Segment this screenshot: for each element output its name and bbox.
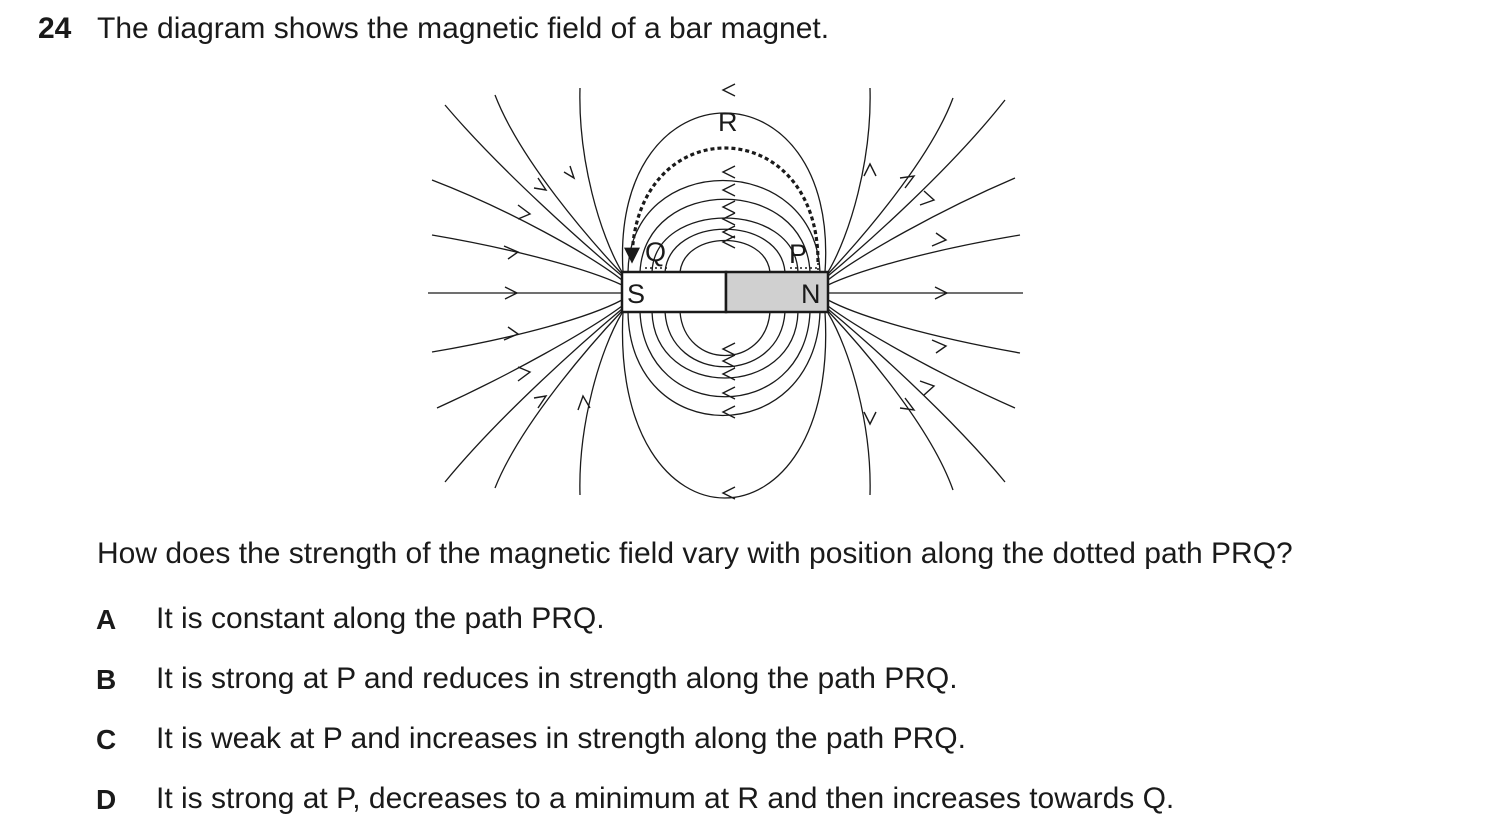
magnet-north-half (724, 270, 830, 314)
option-d-text: It is strong at P, decreases to a minimu… (156, 782, 1175, 815)
p-marker-dots (790, 258, 819, 272)
option-a-text: It is constant along the path PRQ. (156, 602, 605, 635)
dotted-path-prq (624, 146, 820, 264)
field-loops-lower (621, 311, 827, 499)
field-direction-arrows (503, 83, 949, 500)
question-prompt: How does the strength of the magnetic fi… (97, 537, 1293, 570)
question-number: 24 (38, 12, 72, 45)
magnet-south-half (620, 270, 728, 314)
north-pole-label: N (801, 279, 821, 309)
field-loops-upper (621, 112, 827, 273)
south-pole-label: S (627, 279, 645, 309)
field-lines-right (827, 87, 1023, 496)
field-lines-left (428, 87, 623, 496)
label-r: R (718, 107, 738, 137)
option-a-letter: A (96, 604, 117, 635)
label-q: Q (645, 237, 666, 267)
label-p: P (789, 239, 807, 269)
question-stem: The diagram shows the magnetic field of … (97, 12, 830, 45)
option-d-letter: D (96, 784, 117, 815)
option-b-letter: B (96, 664, 117, 695)
option-c-text: It is weak at P and increases in strengt… (156, 722, 966, 755)
bar-magnet-field-diagram: S N P Q R (428, 83, 1023, 500)
option-b-text: It is strong at P and reduces in strengt… (156, 662, 958, 695)
option-c-letter: C (96, 724, 117, 755)
bar-magnet (620, 270, 830, 314)
